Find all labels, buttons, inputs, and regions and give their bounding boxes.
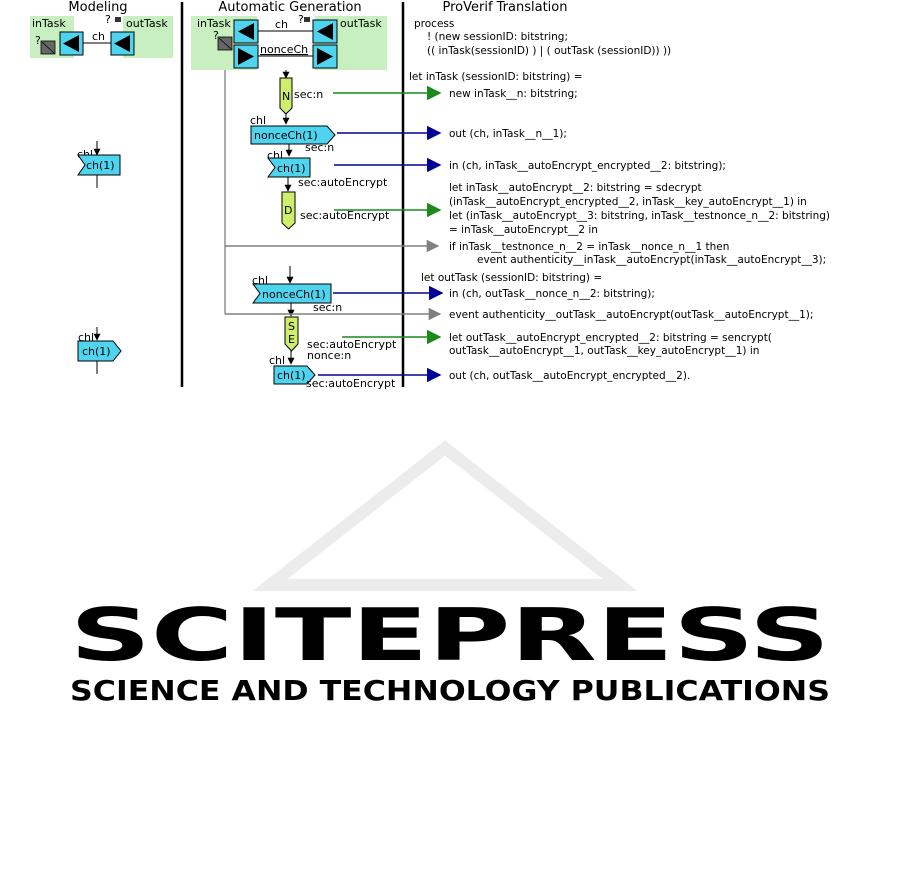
code-intask-decl: let inTask (sessionID: bitstring) =: [409, 71, 583, 83]
gen-ch-send-shape: [273, 365, 316, 385]
modeling-outtask-port-arrow-icon: [114, 35, 130, 52]
gen-sec-n-label-1: sec:n: [294, 88, 323, 101]
gen-chl-label-1: chl: [250, 114, 266, 127]
code-process: process: [414, 18, 454, 30]
gen-se-block: [284, 316, 299, 352]
code-if-1: if inTask__testnonce_n__2 = inTask__nonc…: [449, 241, 729, 253]
code-outtask-decl: let outTask (sessionID: bitstring) =: [421, 272, 602, 284]
code-out-ch: out (ch, outTask__autoEncrypt_encrypted_…: [449, 370, 690, 382]
gen-ch-recv-label: ch(1): [277, 162, 306, 175]
code-decrypt-1: let inTask__autoEncrypt__2: bitstring = …: [449, 182, 702, 194]
watermark-logo-shape: [252, 440, 638, 591]
generation-column: inTask outTask ? ? ch nonceCh N sec:n ch…: [191, 13, 397, 390]
gen-d-block-label: D: [284, 204, 292, 217]
gen-outtask-label: outTask: [340, 17, 382, 30]
gen-se-block-s: S: [288, 320, 295, 333]
code-process-line-2: (( inTask(sessionID) ) | ( outTask (sess…: [427, 45, 671, 57]
gen-nonce-recv-label: nonceCh(1): [262, 288, 326, 301]
gen-outtask-question: ?: [298, 13, 304, 26]
modeling-column: inTask outTask ? ? ch chl ch(1) chl ch(1…: [30, 13, 173, 374]
mapping-arrows: [225, 85, 444, 383]
modeling-intask-port-arrow-icon: [63, 35, 79, 52]
gen-intask-ch-port-arrow-icon: [238, 23, 254, 40]
gen-n-block-label: N: [282, 90, 290, 103]
code-in-ch: in (ch, inTask__autoEncrypt_encrypted__2…: [449, 160, 726, 172]
modeling-lock-icon: [115, 17, 121, 22]
gen-ch-recv-shape: [267, 157, 311, 178]
code-if-2: event authenticity__inTask__autoEncrypt(…: [477, 254, 826, 266]
code-decrypt-3: let (inTask__autoEncrypt__3: bitstring, …: [449, 210, 830, 222]
gen-nonce-send-shape: [250, 125, 336, 145]
modeling-key-icon-stroke: [41, 41, 55, 54]
gen-lock-icon: [304, 17, 310, 22]
code-encrypt-1: let outTask__autoEncrypt_encrypted__2: b…: [449, 332, 772, 344]
code-process-line-1: ! (new sessionID: bitstring;: [427, 31, 568, 43]
header-automatic-generation: Automatic Generation: [218, 0, 361, 15]
gen-nonce-recv-shape: [252, 283, 332, 304]
gen-sec-n-label-2: sec:n: [305, 141, 334, 154]
header-proverif-translation: ProVerif Translation: [442, 0, 567, 15]
watermark: SCITEPRESS SCIENCE AND TECHNOLOGY PUBLIC…: [70, 440, 830, 707]
modeling-recv-ch-label: ch(1): [86, 159, 115, 172]
modeling-outtask-label: outTask: [126, 17, 168, 30]
gen-nonce-send-label: nonceCh(1): [254, 129, 318, 142]
gen-ch-label: ch: [275, 18, 288, 31]
code-decrypt-4: = inTask__autoEncrypt__2 in: [449, 224, 598, 236]
gen-outtask-ch-port-arrow-icon: [317, 23, 333, 40]
modeling-channel-label: ch: [92, 30, 105, 43]
code-encrypt-2: outTask__autoEncrypt__1, outTask__key_au…: [449, 345, 759, 357]
gen-key-icon-stroke: [218, 37, 232, 50]
gen-intask-nonce-port-arrow-icon: [238, 48, 254, 65]
gen-intask-question: ?: [213, 29, 219, 42]
code-event-out: event authenticity__outTask__autoEncrypt…: [449, 309, 813, 321]
gen-sec-ae-label-4: sec:autoEncrypt: [306, 377, 396, 390]
code-new-n: new inTask__n: bitstring;: [449, 88, 578, 100]
gen-sec-n-label-3: sec:n: [313, 301, 342, 314]
code-decrypt-2: (inTask__autoEncrypt_encrypted__2, inTas…: [449, 196, 807, 208]
header-modeling: Modeling: [68, 0, 127, 15]
gen-intask-label: inTask: [197, 17, 231, 30]
gen-d-block: [281, 191, 296, 230]
gen-ch-send-label: ch(1): [277, 369, 306, 382]
gen-sec-ae-label-3: sec:autoEncrypt: [307, 338, 397, 351]
code-out-nonce: out (ch, inTask__n__1);: [449, 128, 567, 140]
modeling-intask-question: ?: [35, 34, 41, 47]
gen-nonce-n-label: nonce:n: [307, 349, 351, 362]
modeling-recv-ch-shape: [77, 154, 121, 176]
modeling-send-ch-shape: [77, 340, 122, 362]
gen-nonce-ch-label: nonceCh: [260, 43, 308, 56]
modeling-intask-label: inTask: [32, 17, 66, 30]
modeling-send-ch-label: ch(1): [82, 345, 111, 358]
gen-outtask-nonce-port-arrow-icon: [317, 48, 333, 65]
code-in-nonce: in (ch, outTask__nonce_n__2: bitstring);: [449, 288, 655, 300]
gen-sec-ae-label-1: sec:autoEncrypt: [298, 176, 388, 189]
modeling-outtask-question: ?: [105, 13, 111, 26]
gen-se-block-e: E: [288, 333, 295, 346]
gen-chl-label-4: chl: [269, 354, 285, 367]
gen-sec-ae-label-2: sec:autoEncrypt: [300, 209, 390, 222]
watermark-subtitle: SCIENCE AND TECHNOLOGY PUBLICATIONS: [70, 674, 830, 707]
watermark-title: SCITEPRESS: [70, 593, 830, 677]
gen-n-block: [279, 77, 293, 115]
translation-column: process ! (new sessionID: bitstring; (( …: [409, 18, 830, 382]
